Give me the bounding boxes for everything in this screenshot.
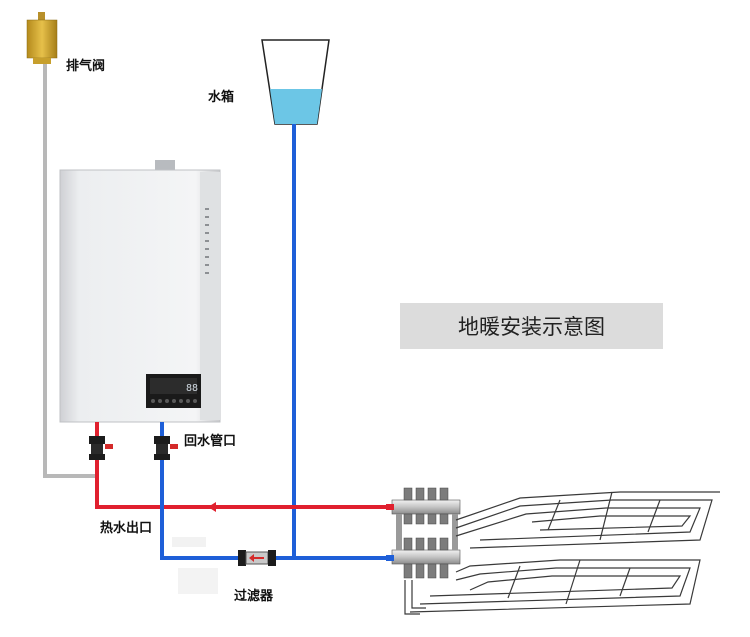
wall-boiler: 88 [59, 160, 221, 423]
manifold [391, 487, 461, 579]
filter-label: 过滤器 [234, 589, 274, 604]
floor-heating-coils [404, 491, 720, 615]
supply-valve [89, 436, 113, 460]
hot-water-pipe [95, 422, 400, 509]
return-connector [386, 555, 394, 561]
diagram-title-box: 地暖安装示意图 [400, 303, 663, 349]
diagram-title: 地暖安装示意图 [458, 315, 605, 339]
return-valve [154, 436, 178, 460]
filter-unit [238, 550, 276, 566]
return-inlet-label: 回水管口 [184, 434, 237, 449]
vent-valve [26, 12, 58, 64]
flow-arrow [208, 502, 216, 512]
vent-valve-label: 排气阀 [66, 59, 106, 74]
water-tank-label: 水箱 [208, 90, 235, 105]
return-pipe [160, 422, 400, 560]
boiler-display-readout: 88 [186, 383, 198, 394]
water-tank [261, 39, 330, 125]
supply-connector [386, 504, 394, 510]
hot-outlet-label: 热水出口 [100, 521, 153, 536]
